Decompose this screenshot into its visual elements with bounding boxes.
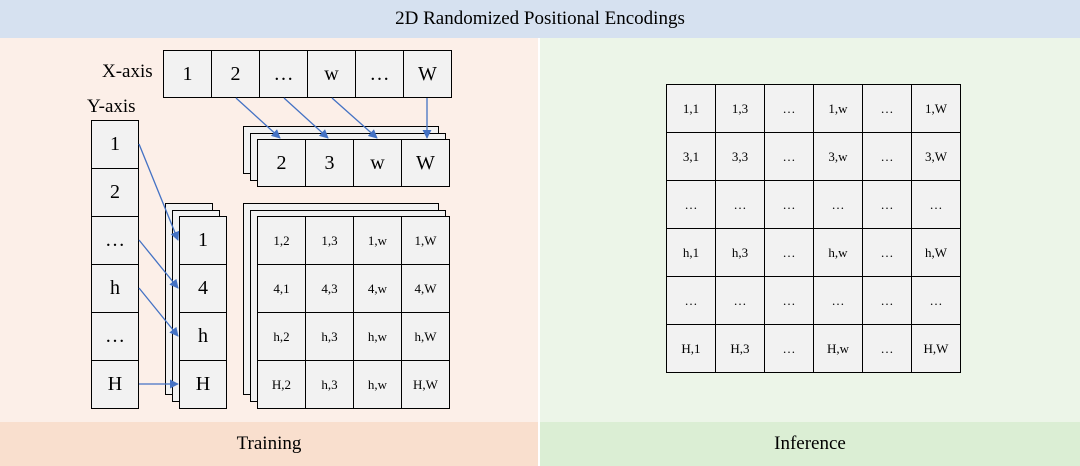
- training-label: Training: [0, 422, 538, 466]
- sampled-x-cell: 2: [257, 139, 306, 187]
- sampled-y-cell: h: [179, 312, 227, 361]
- x-axis-cell: w: [307, 50, 356, 98]
- inference-grid-cell: …: [863, 325, 911, 372]
- training-grid-cell: 4,3: [305, 264, 354, 313]
- training-grid-cell: h,W: [401, 312, 450, 361]
- inference-grid-cell: …: [716, 181, 764, 228]
- inference-grid: 1,1 1,3 … 1,w … 1,W 3,1 3,3 … 3,w … 3,W …: [666, 84, 961, 373]
- inference-grid-cell: …: [814, 181, 862, 228]
- inference-grid-cell: …: [814, 277, 862, 324]
- inference-grid-cell: …: [912, 277, 960, 324]
- training-grid-cell: H,2: [257, 360, 306, 409]
- training-grid-cell: 1,3: [305, 216, 354, 265]
- inference-grid-cell: h,W: [912, 229, 960, 276]
- inference-grid-cell: H,W: [912, 325, 960, 372]
- inference-grid-cell: h,w: [814, 229, 862, 276]
- inference-grid-cell: 1,1: [667, 85, 715, 132]
- y-axis-cell: …: [91, 312, 139, 361]
- training-grid-cell: 1,w: [353, 216, 402, 265]
- inference-label: Inference: [540, 422, 1080, 466]
- y-axis-cell: …: [91, 216, 139, 265]
- sampled-x-cell: W: [401, 139, 450, 187]
- sampled-x-cell: w: [353, 139, 402, 187]
- x-axis-label: X-axis: [102, 61, 153, 82]
- inference-grid-cell: …: [863, 277, 911, 324]
- training-grid-cell: 1,W: [401, 216, 450, 265]
- training-grid-cell: h,w: [353, 360, 402, 409]
- inference-grid-cell: …: [765, 181, 813, 228]
- sampled-y-cell: H: [179, 360, 227, 409]
- inference-grid-cell: …: [765, 325, 813, 372]
- inference-grid-cell: …: [863, 85, 911, 132]
- sampled-y-cell: 4: [179, 264, 227, 313]
- inference-grid-cell: …: [863, 133, 911, 180]
- inference-grid-cell: …: [765, 133, 813, 180]
- inference-grid-cell: 3,1: [667, 133, 715, 180]
- inference-grid-cell: …: [765, 229, 813, 276]
- y-axis-cell: H: [91, 360, 139, 409]
- training-grid-cell: 4,W: [401, 264, 450, 313]
- y-axis-cell: h: [91, 264, 139, 313]
- x-axis-cell: 1: [163, 50, 212, 98]
- training-grid-cell: 4,1: [257, 264, 306, 313]
- inference-grid-cell: h,3: [716, 229, 764, 276]
- x-axis-cell: …: [259, 50, 308, 98]
- inference-grid-cell: 3,W: [912, 133, 960, 180]
- inference-grid-cell: 3,w: [814, 133, 862, 180]
- inference-grid-cell: …: [716, 277, 764, 324]
- y-axis-cell: 1: [91, 120, 139, 169]
- inference-grid-cell: 1,3: [716, 85, 764, 132]
- inference-grid-cell: …: [765, 277, 813, 324]
- inference-grid-cell: H,1: [667, 325, 715, 372]
- inference-grid-cell: 3,3: [716, 133, 764, 180]
- y-axis-cell: 2: [91, 168, 139, 217]
- inference-grid-cell: …: [667, 277, 715, 324]
- y-axis-label: Y-axis: [87, 96, 136, 117]
- x-axis-cell: 2: [211, 50, 260, 98]
- training-grid-cell: 4,w: [353, 264, 402, 313]
- inference-grid-cell: H,3: [716, 325, 764, 372]
- inference-grid-cell: …: [765, 85, 813, 132]
- inference-grid-cell: h,1: [667, 229, 715, 276]
- inference-grid-cell: …: [863, 229, 911, 276]
- inference-grid-cell: …: [667, 181, 715, 228]
- training-grid-cell: h,3: [305, 312, 354, 361]
- inference-grid-cell: 1,w: [814, 85, 862, 132]
- x-axis-cell: …: [355, 50, 404, 98]
- training-grid-cell: H,W: [401, 360, 450, 409]
- diagram-title: 2D Randomized Positional Encodings: [0, 0, 1080, 38]
- sampled-y-cell: 1: [179, 216, 227, 265]
- x-axis-cell: W: [403, 50, 452, 98]
- inference-grid-cell: …: [863, 181, 911, 228]
- inference-grid-cell: …: [912, 181, 960, 228]
- training-grid-cell: h,3: [305, 360, 354, 409]
- sampled-x-cell: 3: [305, 139, 354, 187]
- training-grid-cell: h,w: [353, 312, 402, 361]
- training-grid-cell: h,2: [257, 312, 306, 361]
- inference-grid-cell: 1,W: [912, 85, 960, 132]
- training-grid-cell: 1,2: [257, 216, 306, 265]
- inference-grid-cell: H,w: [814, 325, 862, 372]
